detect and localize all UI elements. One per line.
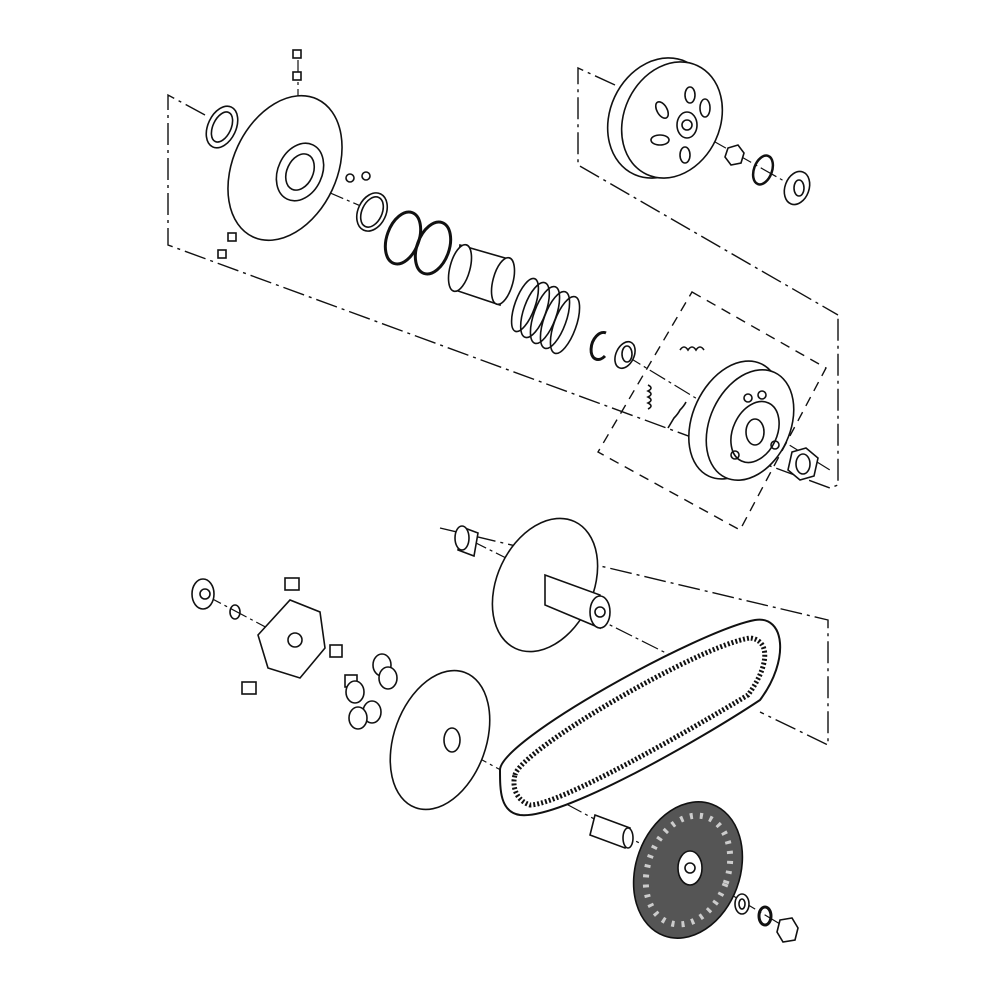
clutch-springs xyxy=(646,346,705,429)
drive-collar xyxy=(589,813,634,850)
weight-rollers xyxy=(345,653,398,730)
ramp-oring xyxy=(229,604,241,620)
bearing xyxy=(614,340,636,370)
drum-washer xyxy=(751,154,775,186)
clutch-nut xyxy=(787,447,819,481)
drum-bearing xyxy=(783,170,811,206)
clutch-shoe-assembly xyxy=(687,360,795,482)
o-rings xyxy=(355,192,453,276)
lock-washer xyxy=(757,905,773,927)
washer xyxy=(734,893,750,915)
drive-belt xyxy=(498,618,781,817)
sleeve xyxy=(447,243,516,307)
seal-ring xyxy=(205,105,239,149)
driven-bearing xyxy=(454,525,479,558)
drum-nut xyxy=(724,144,745,166)
clutch-spring xyxy=(510,277,581,355)
driven-face xyxy=(491,517,611,653)
clutch-drum xyxy=(606,57,724,179)
fixed-sheave-assembly xyxy=(217,49,371,259)
assembly-frame-lines xyxy=(167,66,839,747)
movable-drive-face xyxy=(389,669,491,811)
ramp-plate xyxy=(241,577,358,695)
circlip xyxy=(589,330,607,361)
clutch-assembly-dashed-box xyxy=(597,291,827,531)
nut xyxy=(776,917,799,943)
fan-drive-face xyxy=(632,801,744,939)
ramp-bearing xyxy=(191,578,215,610)
